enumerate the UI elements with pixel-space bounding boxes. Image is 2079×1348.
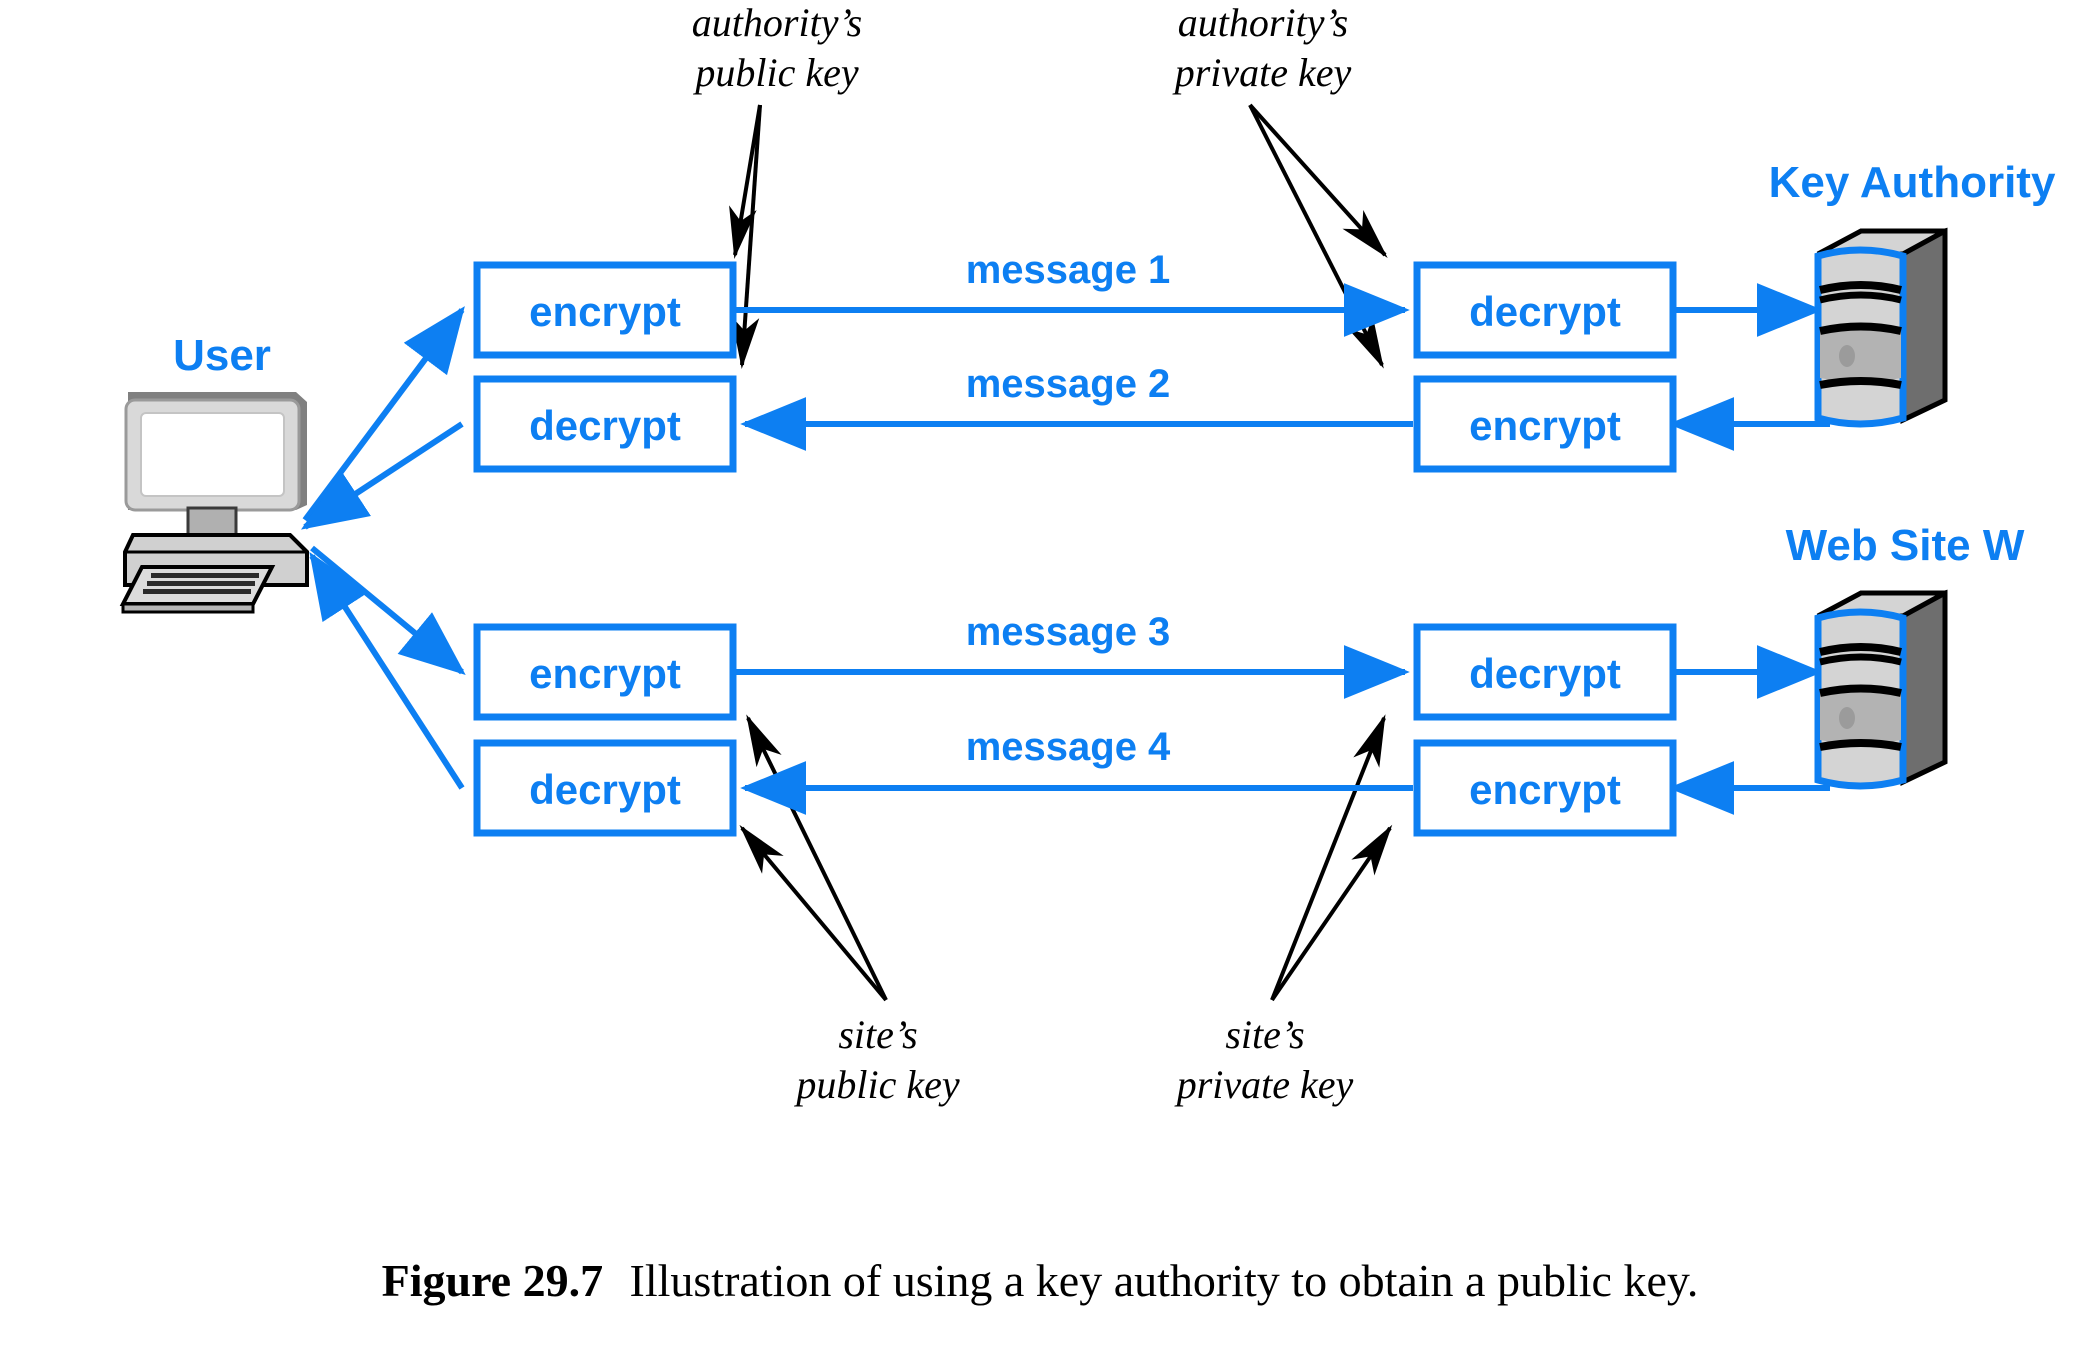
annotation-site-private-key: site’s private key xyxy=(1174,1012,1354,1107)
annotation-line-2: public key xyxy=(692,50,858,95)
process-box-label: encrypt xyxy=(1469,766,1621,813)
svg-text:Figure 29.7 Illustration: Figure 29.7 Illustration of using a key … xyxy=(382,1255,1699,1306)
process-box-label: decrypt xyxy=(1469,288,1621,335)
annotation-authority-public-key: authority’s public key xyxy=(692,0,862,95)
user-label: User xyxy=(173,331,271,380)
process-box-user-encrypt-site[interactable]: encrypt xyxy=(473,623,737,721)
process-box-user-encrypt-authority[interactable]: encrypt xyxy=(473,261,737,359)
process-box-site-encrypt[interactable]: encrypt xyxy=(1413,739,1677,837)
message-3-label: message 3 xyxy=(966,610,1171,654)
message-4-label: message 4 xyxy=(966,725,1171,769)
leader-site-private-key xyxy=(1270,714,1393,1002)
server-tower-icon-key-authority xyxy=(1814,227,1948,428)
link-decrypt-site-to-user xyxy=(309,551,465,790)
leader-site-public-key xyxy=(739,714,888,1002)
process-box-label: decrypt xyxy=(529,766,681,813)
key-authority-label: Key Authority xyxy=(1769,158,2056,207)
process-box-label: encrypt xyxy=(529,288,681,335)
process-box-authority-decrypt[interactable]: decrypt xyxy=(1413,261,1677,359)
leader-authority-private-key xyxy=(1248,103,1388,369)
link-decrypt-authority-to-user xyxy=(300,421,464,530)
annotation-line-2: private key xyxy=(1174,1062,1354,1107)
annotation-line-1: site’s xyxy=(838,1012,917,1057)
annotation-line-2: private key xyxy=(1172,50,1352,95)
process-box-label: encrypt xyxy=(529,650,681,697)
caption-text: Illustration of using a key authority to… xyxy=(630,1255,1699,1306)
annotation-authority-private-key: authority’s private key xyxy=(1172,0,1352,95)
process-box-site-decrypt[interactable]: decrypt xyxy=(1413,623,1677,721)
figure-caption: Figure 29.7 Illustration of using a key … xyxy=(382,1255,1699,1306)
process-box-authority-encrypt[interactable]: encrypt xyxy=(1413,375,1677,473)
leader-authority-public-key xyxy=(729,104,762,369)
message-1-label: message 1 xyxy=(966,248,1171,292)
process-box-label: encrypt xyxy=(1469,402,1621,449)
link-user-to-encrypt-authority xyxy=(302,306,465,522)
message-2-label: message 2 xyxy=(966,362,1171,406)
annotation-line-2: public key xyxy=(793,1062,959,1107)
desktop-computer-icon xyxy=(119,392,309,614)
process-box-user-decrypt-site[interactable]: decrypt xyxy=(473,739,737,837)
caption-figure-number: Figure 29.7 xyxy=(382,1255,603,1306)
annotation-line-1: authority’s xyxy=(692,0,862,45)
annotation-site-public-key: site’s public key xyxy=(793,1012,959,1107)
process-box-label: decrypt xyxy=(1469,650,1621,697)
annotation-line-1: site’s xyxy=(1225,1012,1304,1057)
annotation-line-1: authority’s xyxy=(1178,0,1348,45)
process-box-user-decrypt-authority[interactable]: decrypt xyxy=(473,375,737,473)
web-site-label: Web Site W xyxy=(1786,521,2025,570)
server-tower-icon-web-site xyxy=(1814,589,1948,790)
link-user-to-encrypt-site xyxy=(310,545,466,676)
process-box-label: decrypt xyxy=(529,402,681,449)
